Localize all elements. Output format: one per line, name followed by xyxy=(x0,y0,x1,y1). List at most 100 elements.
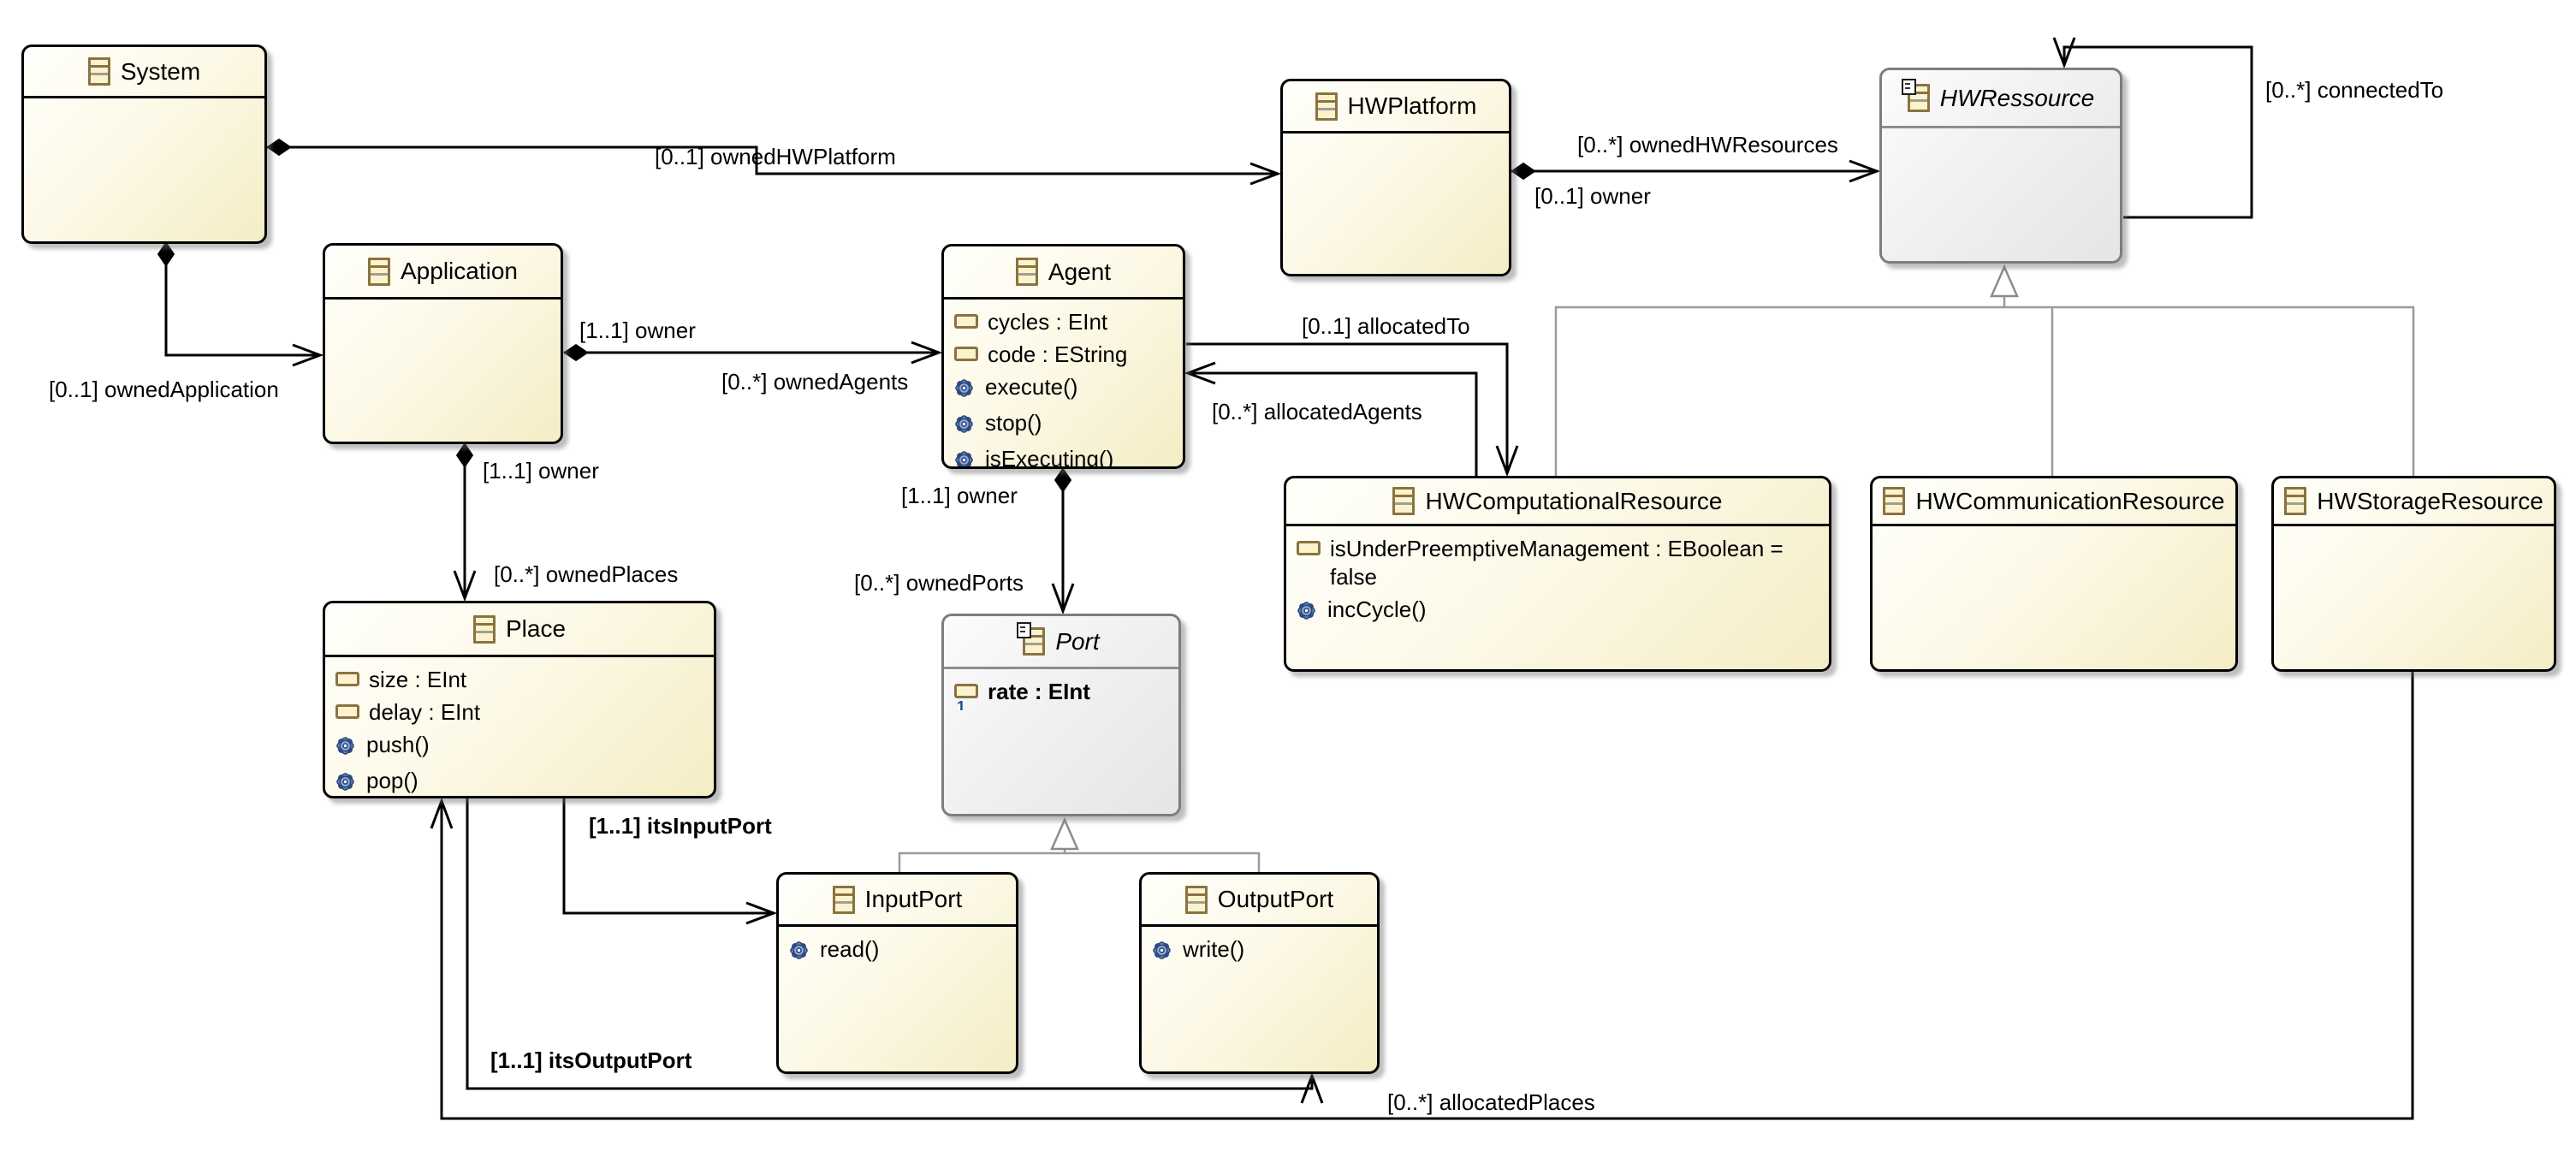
operation-row[interactable]: write() xyxy=(1152,935,1372,967)
class-title: Agent xyxy=(1048,258,1112,285)
operation-row[interactable]: incCycle() xyxy=(1297,596,1824,627)
class-title: Port xyxy=(1055,627,1100,655)
operation-gear-icon xyxy=(1297,602,1315,620)
operation-row[interactable]: push() xyxy=(335,731,709,763)
operation-text: stop() xyxy=(985,410,1042,436)
class-hwcommunicationresource[interactable]: HWCommunicationResource xyxy=(1870,476,2238,672)
edge-label[interactable]: [0..*] allocatedAgents xyxy=(1212,399,1422,424)
edge-allocatedAgents[interactable] xyxy=(1188,371,1478,476)
operation-row[interactable]: pop() xyxy=(335,767,709,796)
class-title: HWRessource xyxy=(1939,84,2095,111)
class-members xyxy=(1283,134,1509,142)
class-hwplatform[interactable]: HWPlatform xyxy=(1280,79,1511,276)
edge-itsOutputPort[interactable] xyxy=(466,798,1314,1090)
class-title: HWCommunicationResource xyxy=(1915,487,2225,514)
eclass-icon xyxy=(1017,622,1046,656)
edge-allocatedPlaces[interactable] xyxy=(440,672,2414,1120)
class-members: isUnderPreemptiveManagement : EBoolean =… xyxy=(1286,526,1829,632)
class-header: HWCommunicationResource xyxy=(1873,478,2235,526)
edge-label[interactable]: [0..*] allocatedPlaces xyxy=(1387,1089,1595,1115)
edge-connectedTo[interactable] xyxy=(2063,45,2253,219)
class-members xyxy=(2274,526,2554,535)
edge-label[interactable]: [0..1] ownedApplication xyxy=(49,377,279,402)
operation-gear-icon xyxy=(955,451,973,466)
class-header: Port xyxy=(944,616,1178,669)
eclass-icon xyxy=(1901,79,1930,112)
generalization-triangle xyxy=(1990,264,2019,298)
edge-allocatedTo[interactable] xyxy=(1186,342,1509,473)
class-header: InputPort xyxy=(779,875,1016,927)
operation-text: write() xyxy=(1183,936,1245,962)
edge-label[interactable]: [1..1] itsInputPort xyxy=(589,813,772,839)
operation-gear-icon xyxy=(790,941,808,959)
attribute-text: rate : EInt xyxy=(988,679,1090,704)
edge-label[interactable]: [1..1] owner xyxy=(483,458,599,484)
edge-label[interactable]: [0..1] ownedHWPlatform xyxy=(655,144,896,169)
operation-gear-icon xyxy=(336,737,354,755)
class-agent[interactable]: Agent cycles : EInt code : EString execute(… xyxy=(941,244,1185,469)
class-inputport[interactable]: InputPort read() xyxy=(776,872,1018,1074)
edge-ownedHWPlatform[interactable] xyxy=(267,145,1278,175)
class-title: HWComputationalResource xyxy=(1425,487,1723,514)
open-arrowhead xyxy=(2052,37,2076,69)
attribute-text: size : EInt xyxy=(369,667,467,692)
class-header: OutputPort xyxy=(1142,875,1377,927)
class-header: HWRessource xyxy=(1882,70,2120,128)
class-title: Place xyxy=(505,615,567,642)
operation-row[interactable]: execute() xyxy=(954,373,1178,405)
edge-label[interactable]: [1..1] owner xyxy=(579,317,696,343)
operation-row[interactable]: read() xyxy=(789,935,1011,967)
attribute-row[interactable]: isUnderPreemptiveManagement : EBoolean =… xyxy=(1297,535,1824,591)
eclass-icon xyxy=(368,257,390,286)
edge-label[interactable]: [1..1] owner xyxy=(901,483,1018,508)
class-hwressource[interactable]: HWRessource xyxy=(1879,68,2122,264)
operation-row[interactable]: isExecuting() xyxy=(954,445,1178,466)
edge-itsInputPort[interactable] xyxy=(562,798,774,915)
edge-label[interactable]: [0..*] ownedAgents xyxy=(721,369,909,395)
edge-label[interactable]: [0..*] ownedHWResources xyxy=(1577,132,1838,157)
class-members: read() xyxy=(779,927,1016,971)
abstract-badge-icon xyxy=(1017,622,1032,638)
class-header: HWPlatform xyxy=(1283,81,1509,134)
class-header: Application xyxy=(325,246,561,300)
open-arrowhead xyxy=(1300,1071,1324,1104)
operation-text: pop() xyxy=(366,768,418,793)
attribute-row[interactable]: size : EInt xyxy=(335,666,709,694)
class-application[interactable]: Application xyxy=(323,243,563,444)
class-members xyxy=(24,98,264,107)
class-header: Place xyxy=(325,603,714,657)
edge-hwressource-generalization-rail[interactable] xyxy=(1554,306,2415,476)
edge-label[interactable]: [0..*] ownedPorts xyxy=(854,570,1024,596)
edge-label[interactable]: [0..1] allocatedTo xyxy=(1302,313,1470,339)
operation-text: execute() xyxy=(985,374,1078,400)
class-members xyxy=(325,300,561,308)
edge-label[interactable]: [0..*] connectedTo xyxy=(2265,77,2444,103)
class-hwstorageresource[interactable]: HWStorageResource xyxy=(2271,476,2556,672)
eclass-icon xyxy=(87,57,110,86)
class-hwcomputationalresource[interactable]: HWComputationalResource isUnderPreemptive… xyxy=(1284,476,1831,672)
attribute-row[interactable]: cycles : EInt xyxy=(954,308,1178,336)
attribute-row[interactable]: delay : EInt xyxy=(335,698,709,727)
attribute-row[interactable]: code : EString xyxy=(954,341,1178,369)
operation-gear-icon xyxy=(1153,941,1171,959)
class-place[interactable]: Place size : EInt delay : EInt push() pop() xyxy=(323,601,716,798)
eclass-icon xyxy=(832,885,855,914)
edge-label[interactable]: [0..1] owner xyxy=(1534,183,1651,209)
composition-diamond xyxy=(563,343,589,362)
eattribute-icon xyxy=(954,308,978,336)
operation-row[interactable]: stop() xyxy=(954,409,1178,441)
attribute-text: cycles : EInt xyxy=(988,309,1108,335)
edge-ownedApplication[interactable] xyxy=(164,242,320,357)
class-system[interactable]: System xyxy=(21,45,267,244)
class-outputport[interactable]: OutputPort write() xyxy=(1139,872,1380,1074)
class-title: HWPlatform xyxy=(1347,92,1477,119)
edge-label[interactable]: [0..*] ownedPlaces xyxy=(494,561,679,587)
edge-port-generalization-rail[interactable] xyxy=(898,852,1261,872)
eclass-icon xyxy=(1184,885,1208,914)
edge-label[interactable]: [1..1] itsOutputPort xyxy=(490,1047,692,1073)
